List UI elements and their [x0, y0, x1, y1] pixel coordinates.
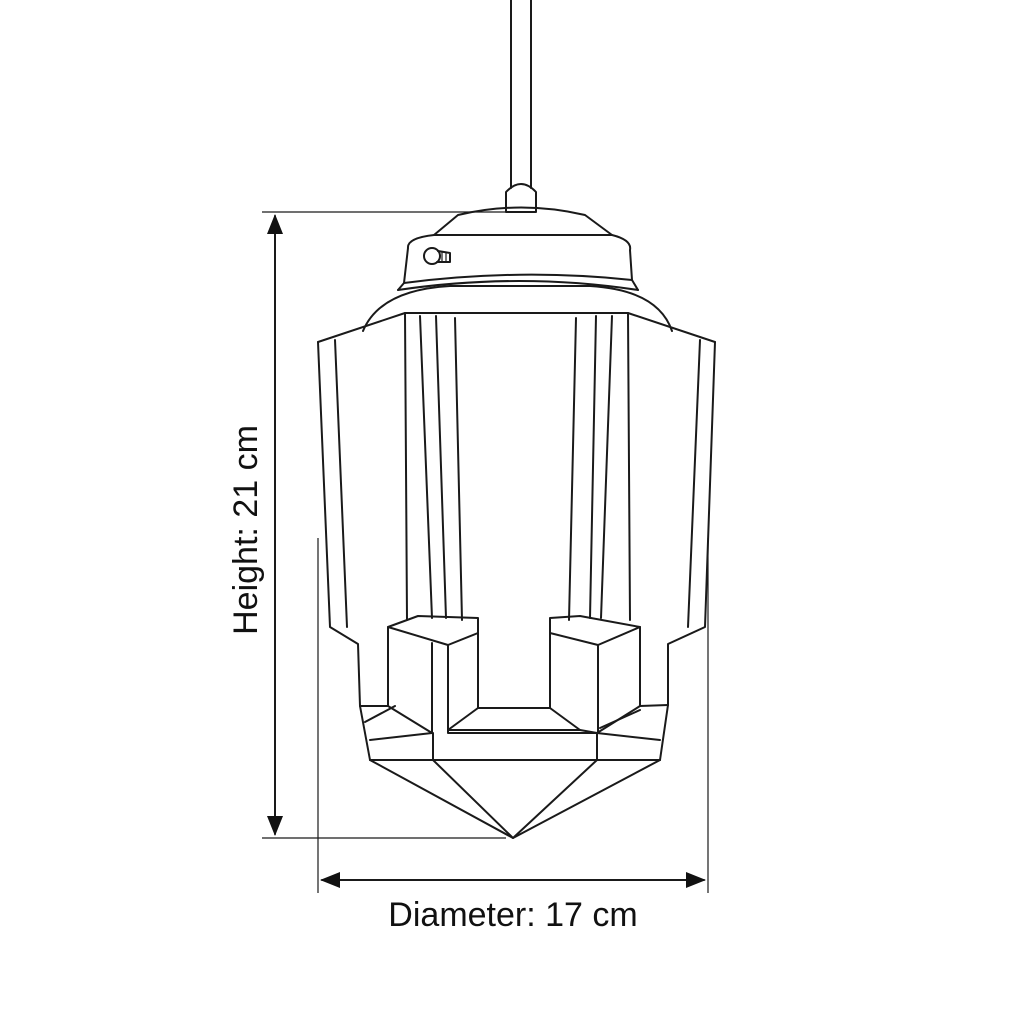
height-dimension: Height: 21 cm: [227, 211, 506, 839]
lamp-fitter: [397, 206, 639, 291]
suspension-rod: [505, 0, 537, 213]
diameter-label: Diameter: 17 cm: [388, 896, 637, 934]
glass-shade: [317, 285, 716, 839]
height-label: Height: 21 cm: [227, 425, 265, 635]
diameter-dimension: Diameter: 17 cm: [317, 538, 709, 934]
